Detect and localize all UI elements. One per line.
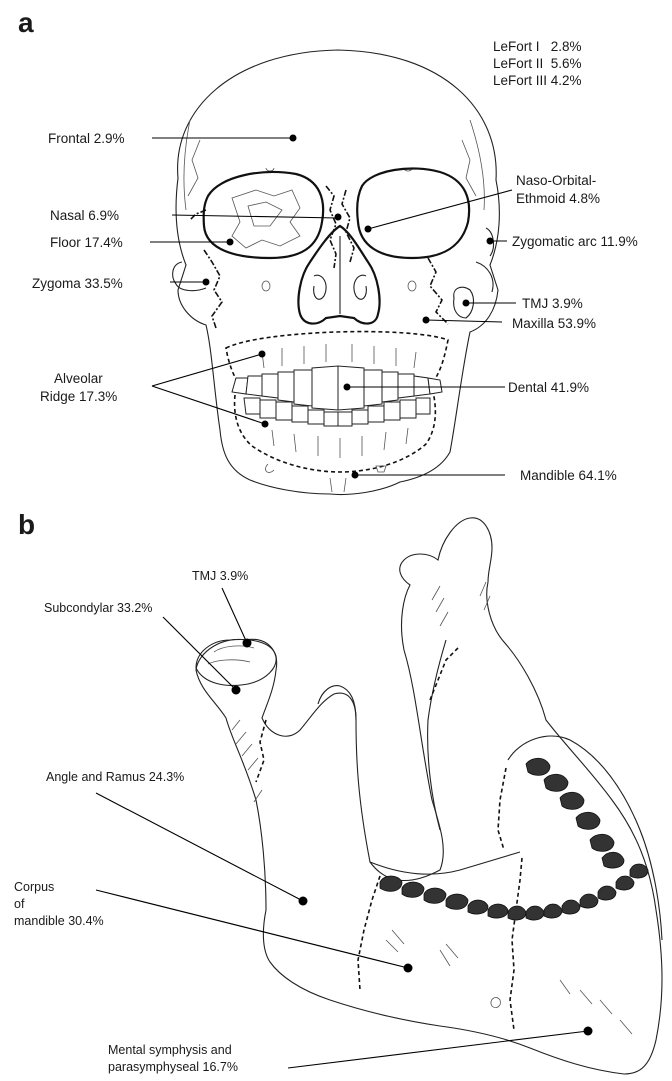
label-naso-orbital-line1: Naso-Orbital-: [516, 173, 596, 188]
zygomatic-arc-left: [173, 262, 206, 291]
nasal-aperture: [298, 226, 379, 324]
mandible-drawing: [196, 518, 662, 1074]
mandible-outline: [196, 518, 662, 1074]
label-subcondylar: Subcondylar 33.2%: [44, 601, 152, 615]
dot-maxilla: [423, 317, 430, 324]
orbit-right: [357, 168, 469, 258]
condyle-shading: [208, 646, 254, 664]
panel-b-letter: b: [18, 509, 35, 540]
mental-foramen-b: [491, 998, 500, 1008]
nasal-turbinate-left: [314, 275, 326, 299]
label-frontal: Frontal 2.9%: [48, 131, 125, 146]
dot-zygomatic-arc: [487, 238, 494, 245]
lefort-fracture-line-left: [190, 210, 222, 328]
body-left-upper-edge: [370, 852, 520, 874]
cranium-outline: [176, 50, 499, 495]
dot-floor: [227, 239, 234, 246]
mandible-teeth-front-row: [380, 864, 648, 920]
label-floor: Floor 17.4%: [50, 235, 123, 250]
ramus-right-fracture-line: [430, 648, 458, 700]
supraorbital-notch-left: [266, 168, 274, 171]
panel-b-labels: TMJ 3.9% Subcondylar 33.2% Angle and Ram…: [14, 569, 248, 1074]
lefort-3-label: LeFort III 4.2%: [493, 73, 582, 88]
dot-tmj-b: [243, 639, 252, 648]
lefort-legend: LeFort I 2.8% LeFort II 5.6% LeFort III …: [493, 39, 582, 88]
hatch-body: [386, 930, 632, 1034]
label-nasal: Nasal 6.9%: [50, 208, 119, 223]
mental-foramen-left: [266, 464, 274, 472]
hatch-ramus-left: [232, 720, 262, 802]
leader-naso-orbital: [368, 190, 512, 229]
infraorbital-foramen-right: [408, 281, 416, 291]
label-zygomatic-arc: Zygomatic arc 11.9%: [512, 234, 638, 249]
label-mandible-a: Mandible 64.1%: [520, 468, 617, 483]
infraorbital-foramen-left: [262, 281, 270, 291]
orbit-left: [204, 172, 324, 258]
frontal-suture-left: [188, 140, 200, 196]
label-corpus-line2: of: [14, 897, 25, 911]
dot-alveolar-2: [262, 421, 269, 428]
leader-nasal: [172, 215, 338, 218]
label-tmj-a: TMJ 3.9%: [522, 296, 583, 311]
panel-a-labels: Frontal 2.9% Naso-Orbital- Ethmoid 4.8% …: [32, 131, 638, 483]
panel-a-letter: a: [18, 7, 34, 38]
lefort-fracture-line-right: [428, 258, 448, 324]
dot-mandible-a: [352, 472, 359, 479]
dot-nasal: [335, 214, 342, 221]
parasymphysis-fracture-line: [510, 858, 522, 1030]
skull-frontal-drawing: [173, 50, 500, 495]
dot-corpus: [404, 964, 413, 973]
dot-dental: [344, 384, 351, 391]
leader-tmj-b: [222, 588, 247, 643]
label-mental-line2: parasymphyseal 16.7%: [108, 1060, 238, 1074]
label-mental-line1: Mental symphysis and: [108, 1043, 232, 1057]
leader-angle-ramus: [96, 793, 303, 901]
ramus-right-inner: [428, 640, 446, 830]
angle-fracture-line: [358, 876, 380, 990]
panel-a: a LeFort I 2.8% LeFort II 5.6% LeFort II…: [18, 7, 638, 495]
dot-zygoma: [203, 279, 210, 286]
label-corpus-line3: mandible 30.4%: [14, 914, 104, 928]
label-naso-orbital-line2: Ethmoid 4.8%: [516, 191, 600, 206]
lefort-1-label: LeFort I 2.8%: [493, 39, 582, 54]
naso-orbital-fracture-line: [326, 186, 336, 268]
label-alveolar-line1: Alveolar: [54, 371, 103, 386]
label-corpus-line1: Corpus: [14, 880, 54, 894]
lefort-2-label: LeFort II 5.6%: [493, 56, 582, 71]
dot-alveolar-1: [259, 351, 266, 358]
tooth-roots-lower: [272, 428, 408, 458]
dot-subcondylar: [232, 686, 241, 695]
chin-lines: [330, 478, 346, 492]
coronoid-process-left: [318, 686, 356, 720]
label-maxilla: Maxilla 53.9%: [512, 316, 596, 331]
dot-mental-symphysis: [584, 1027, 593, 1036]
symphysis-dashed-edge: [498, 768, 506, 850]
subcondylar-fracture-line: [256, 720, 266, 782]
dot-naso-orbital: [365, 226, 372, 233]
leader-maxilla: [426, 320, 502, 322]
panel-b: b: [14, 509, 662, 1074]
dot-frontal: [290, 135, 297, 142]
tooth-roots-upper: [262, 344, 416, 368]
label-alveolar-line2: Ridge 17.3%: [40, 389, 117, 404]
nasal-turbinate-right: [354, 275, 366, 299]
dot-angle-ramus: [299, 897, 308, 906]
temporal-line-right: [470, 120, 484, 210]
leader-corpus: [96, 890, 408, 968]
leader-subcondylar: [163, 617, 236, 690]
orbit-floor-fragments: [232, 190, 300, 248]
label-zygoma: Zygoma 33.5%: [32, 276, 123, 291]
label-angle-ramus: Angle and Ramus 24.3%: [46, 770, 184, 784]
temporal-line-left: [184, 120, 190, 210]
label-tmj-b: TMJ 3.9%: [192, 569, 248, 583]
label-dental: Dental 41.9%: [508, 380, 589, 395]
leader-mental-symphysis: [288, 1031, 588, 1068]
nasal-fracture-line: [342, 190, 354, 262]
zygomatic-arc-right: [476, 228, 493, 292]
hatch-ramus-right: [432, 582, 490, 626]
dot-tmj-a: [463, 300, 470, 307]
